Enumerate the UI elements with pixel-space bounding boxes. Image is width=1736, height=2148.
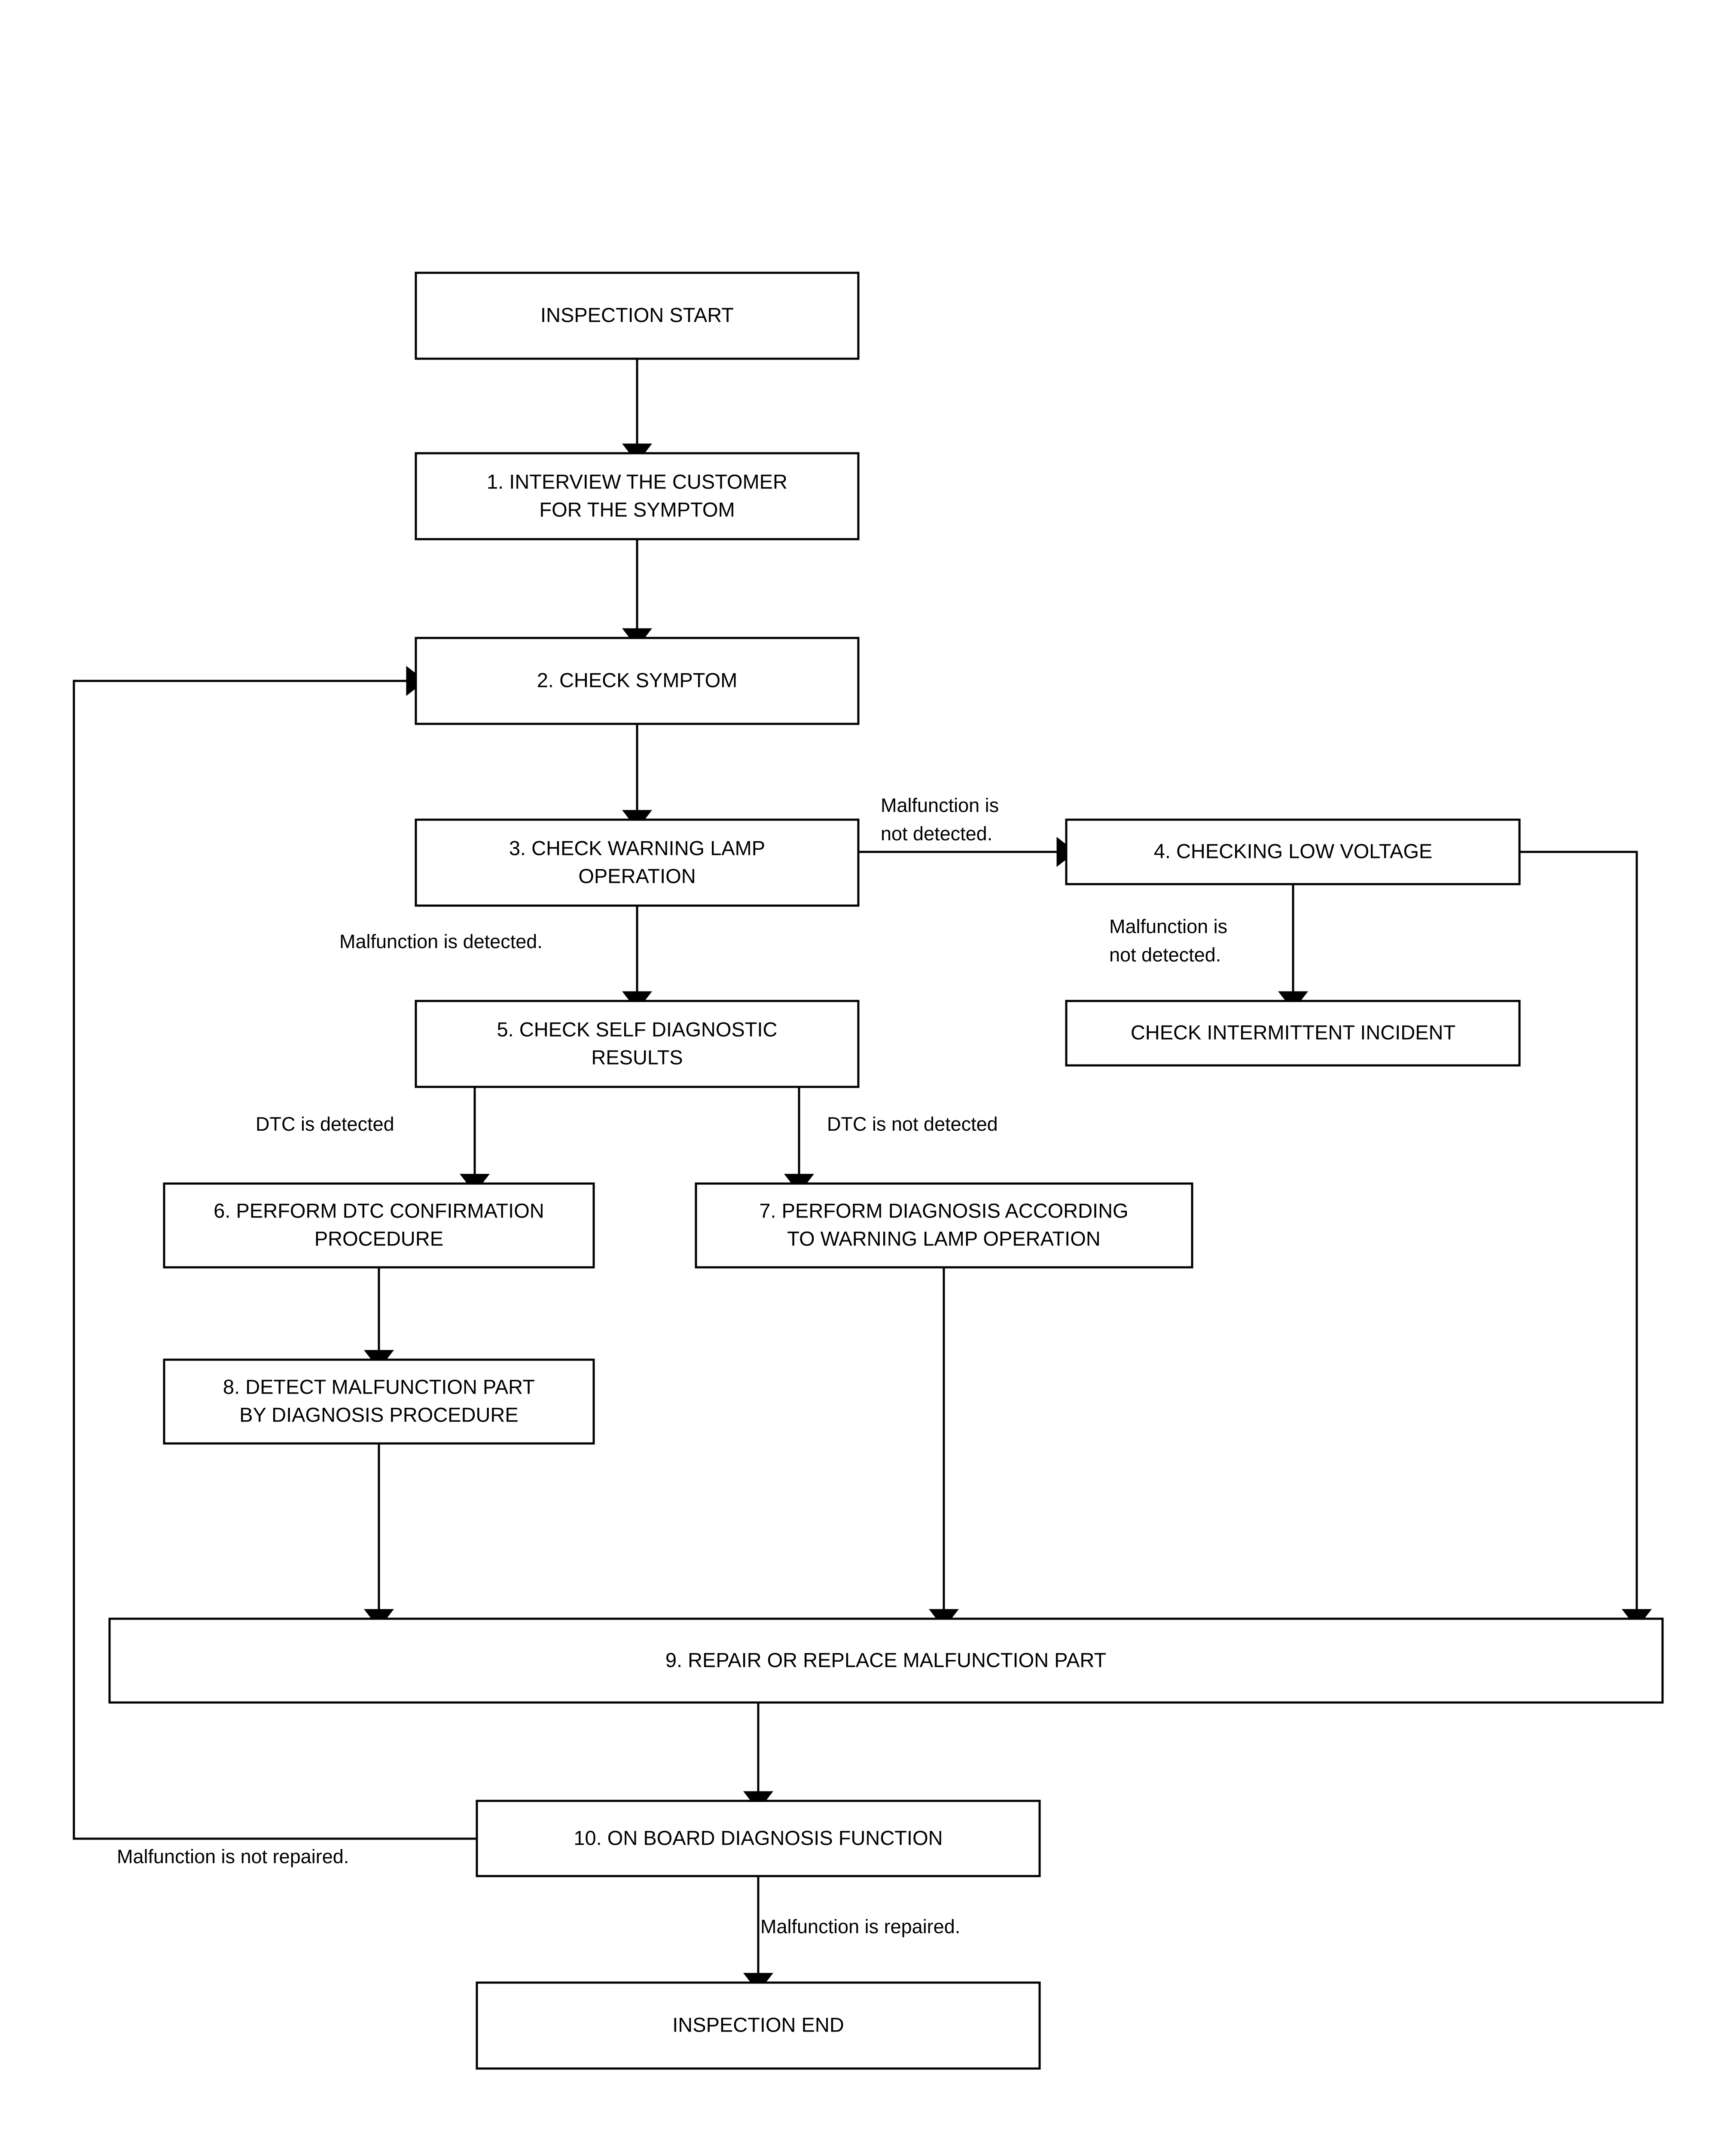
node-step8-label-line1: 8. DETECT MALFUNCTION PART <box>223 1375 535 1398</box>
edge-label-lamp-detected: Malfunction is detected. <box>339 931 543 952</box>
node-step6-box[interactable] <box>163 1182 595 1269</box>
node-step3-label-line1: 3. CHECK WARNING LAMP <box>509 836 765 859</box>
node-inspection-end-box[interactable] <box>476 1981 1041 2070</box>
node-inspection-end-label: INSPECTION END <box>672 2013 844 2036</box>
node-check-intermittent-incident-box[interactable] <box>1065 1000 1521 1067</box>
node-step1-box[interactable] <box>415 452 860 540</box>
edge-label-lowvolt-not-detected-line2: not detected. <box>1109 944 1221 966</box>
node-step8-detect-malfunction-part[interactable]: 8. DETECT MALFUNCTION PART BY DIAGNOSIS … <box>163 1358 595 1445</box>
edge-step10-to-step2-feedback <box>73 666 477 1840</box>
node-step1-interview-customer[interactable]: 1. INTERVIEW THE CUSTOMER FOR THE SYMPTO… <box>415 452 860 540</box>
node-step10-label: 10. ON BOARD DIAGNOSIS FUNCTION <box>574 1826 943 1849</box>
node-check-intermittent-incident-label: CHECK INTERMITTENT INCIDENT <box>1131 1021 1455 1043</box>
node-step5-label-line1: 5. CHECK SELF DIAGNOSTIC <box>497 1018 778 1040</box>
node-step3-check-warning-lamp[interactable]: 3. CHECK WARNING LAMP OPERATION <box>415 818 860 907</box>
node-step6-label-line1: 6. PERFORM DTC CONFIRMATION <box>214 1199 544 1222</box>
node-step1-label-line1: 1. INTERVIEW THE CUSTOMER <box>487 470 787 493</box>
node-inspection-start[interactable]: INSPECTION START <box>415 272 860 360</box>
node-step6-perform-dtc-confirmation[interactable]: 6. PERFORM DTC CONFIRMATION PROCEDURE <box>163 1182 595 1269</box>
node-step8-box[interactable] <box>163 1358 595 1445</box>
node-step9-label: 9. REPAIR OR REPLACE MALFUNCTION PART <box>665 1648 1106 1671</box>
node-step2-label: 2. CHECK SYMPTOM <box>537 668 738 691</box>
node-step5-check-self-diagnostic-results[interactable]: 5. CHECK SELF DIAGNOSTIC RESULTS <box>415 1000 860 1088</box>
node-step5-label-line2: RESULTS <box>591 1046 683 1068</box>
edge-label-lamp-not-detected-line1: Malfunction is <box>881 794 999 816</box>
node-step2-check-symptom[interactable]: 2. CHECK SYMPTOM <box>415 637 860 725</box>
edge-label-lowvolt-not-detected-line1: Malfunction is <box>1109 915 1227 937</box>
node-step9-box[interactable] <box>108 1617 1664 1704</box>
edge-label-lamp-not-detected-line2: not detected. <box>881 823 992 845</box>
node-step7-box[interactable] <box>695 1182 1193 1269</box>
node-check-intermittent-incident[interactable]: CHECK INTERMITTENT INCIDENT <box>1065 1000 1521 1067</box>
node-inspection-end[interactable]: INSPECTION END <box>476 1981 1041 2070</box>
node-step7-label-line1: 7. PERFORM DIAGNOSIS ACCORDING <box>759 1199 1128 1222</box>
edge-label-repaired: Malfunction is repaired. <box>760 1916 960 1937</box>
node-step1-label-line2: FOR THE SYMPTOM <box>539 498 735 521</box>
node-step8-label-line2: BY DIAGNOSIS PROCEDURE <box>239 1403 518 1426</box>
edge-label-dtc-detected: DTC is detected <box>256 1113 394 1135</box>
node-step4-checking-low-voltage[interactable]: 4. CHECKING LOW VOLTAGE <box>1065 818 1521 885</box>
edge-label-dtc-not-detected: DTC is not detected <box>827 1113 998 1135</box>
node-step2-box[interactable] <box>415 637 860 725</box>
node-step7-label-line2: TO WARNING LAMP OPERATION <box>787 1227 1100 1250</box>
node-step9-repair-or-replace[interactable]: 9. REPAIR OR REPLACE MALFUNCTION PART <box>108 1617 1664 1704</box>
node-step6-label-line2: PROCEDURE <box>314 1227 443 1250</box>
node-step4-label: 4. CHECKING LOW VOLTAGE <box>1154 839 1433 862</box>
node-step10-on-board-diagnosis[interactable]: 10. ON BOARD DIAGNOSIS FUNCTION <box>476 1800 1041 1877</box>
node-step5-box[interactable] <box>415 1000 860 1088</box>
node-inspection-start-label: INSPECTION START <box>540 303 734 326</box>
node-inspection-start-box[interactable] <box>415 272 860 360</box>
node-step3-label-line2: OPERATION <box>578 864 696 887</box>
node-step4-box[interactable] <box>1065 818 1521 885</box>
node-step7-perform-diagnosis[interactable]: 7. PERFORM DIAGNOSIS ACCORDING TO WARNIN… <box>695 1182 1193 1269</box>
edge-label-not-repaired: Malfunction is not repaired. <box>117 1846 349 1867</box>
edge-step4-to-step9 <box>1519 851 1652 1629</box>
node-step10-box[interactable] <box>476 1800 1041 1877</box>
node-step3-box[interactable] <box>415 818 860 907</box>
